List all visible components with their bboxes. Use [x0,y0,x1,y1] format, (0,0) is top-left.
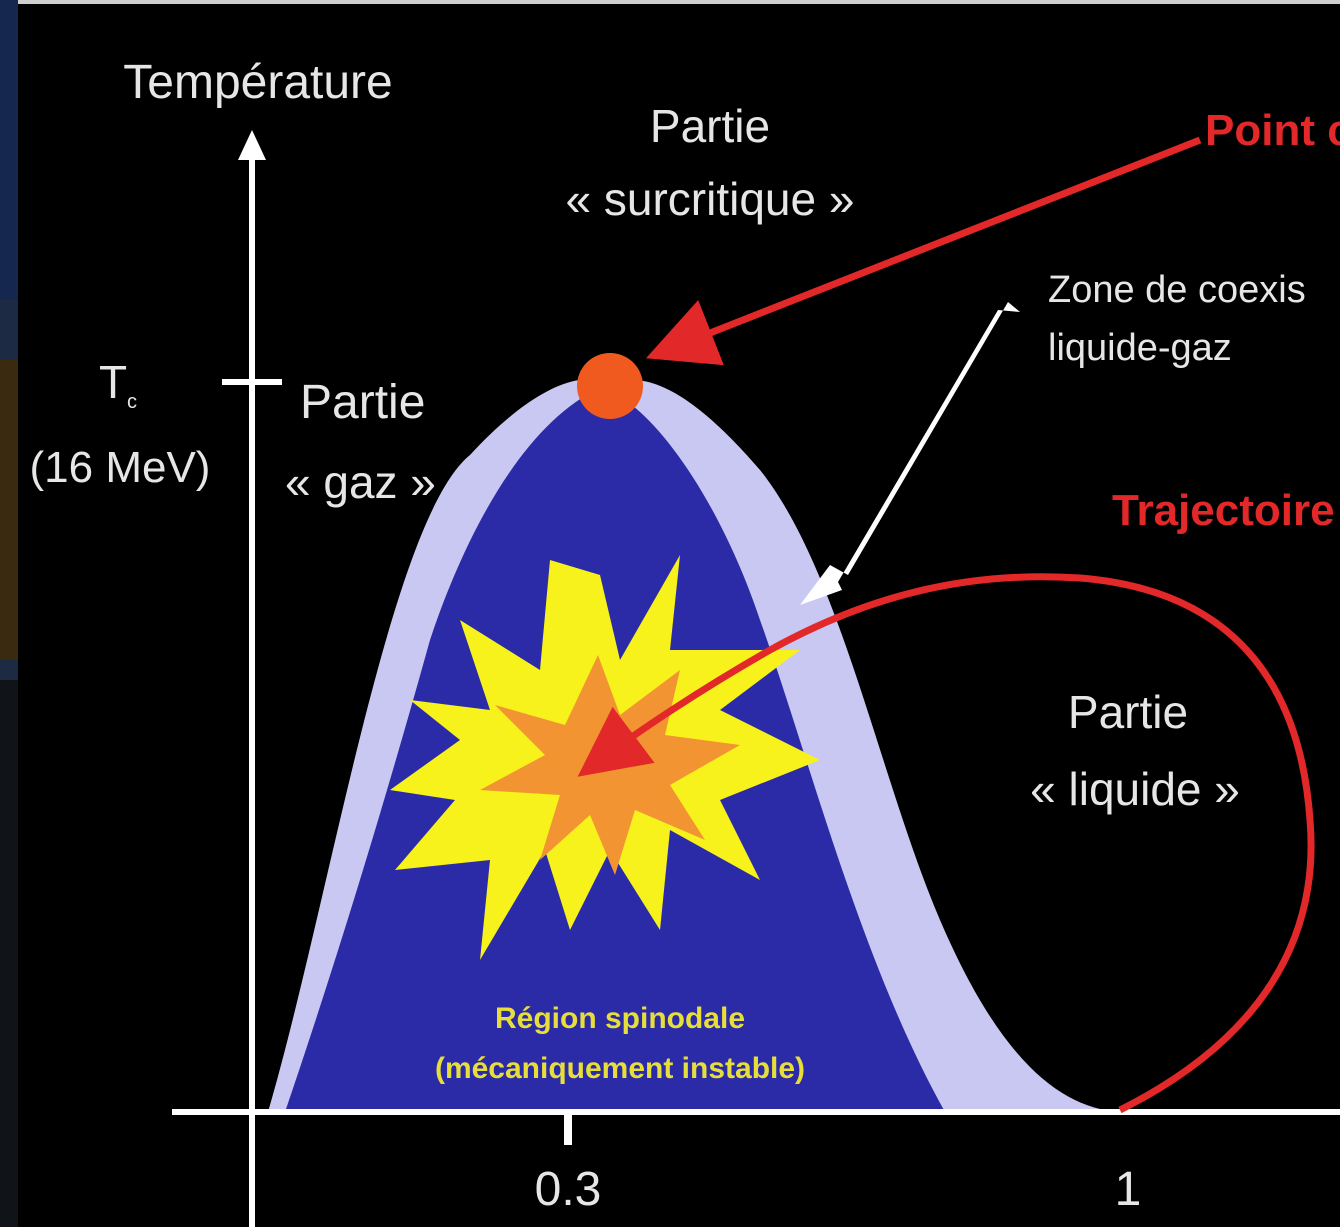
gas-line2: « gaz » [285,456,436,508]
gas-line1: Partie [300,376,425,429]
spinodal-line1: Région spinodale [495,1002,745,1035]
x-tick-label-03: 0.3 [535,1163,602,1216]
tc-subscript: c [127,391,137,413]
top-border [18,0,1340,4]
left-photo-strip [0,0,18,1227]
y-axis-arrow [238,130,266,160]
supercritical-line2: « surcritique » [566,173,855,225]
tc-label: Tc [99,356,137,413]
y-axis-title: Température [123,56,392,109]
liquid-line2: « liquide » [1030,763,1240,815]
coexistence-arrow [800,302,1020,605]
axes [172,130,1340,1227]
supercritical-line1: Partie [650,100,770,152]
critical-point-arrow [645,136,1202,366]
coexistence-line1: Zone de coexis [1048,269,1306,311]
tc-symbol: T [99,356,127,408]
critical-point-label: Point c [1205,106,1340,155]
trajectory-curve [577,573,1315,1114]
coexistence-line2: liquide-gaz [1048,327,1232,369]
liquid-line1: Partie [1068,686,1188,738]
trajectory-label: Trajectoire [1112,486,1335,535]
spinodal-line2: (mécaniquement instable) [435,1052,805,1085]
tc-value: (16 MeV) [30,443,211,492]
critical-point [577,353,643,419]
x-tick-label-1: 1 [1115,1163,1142,1216]
